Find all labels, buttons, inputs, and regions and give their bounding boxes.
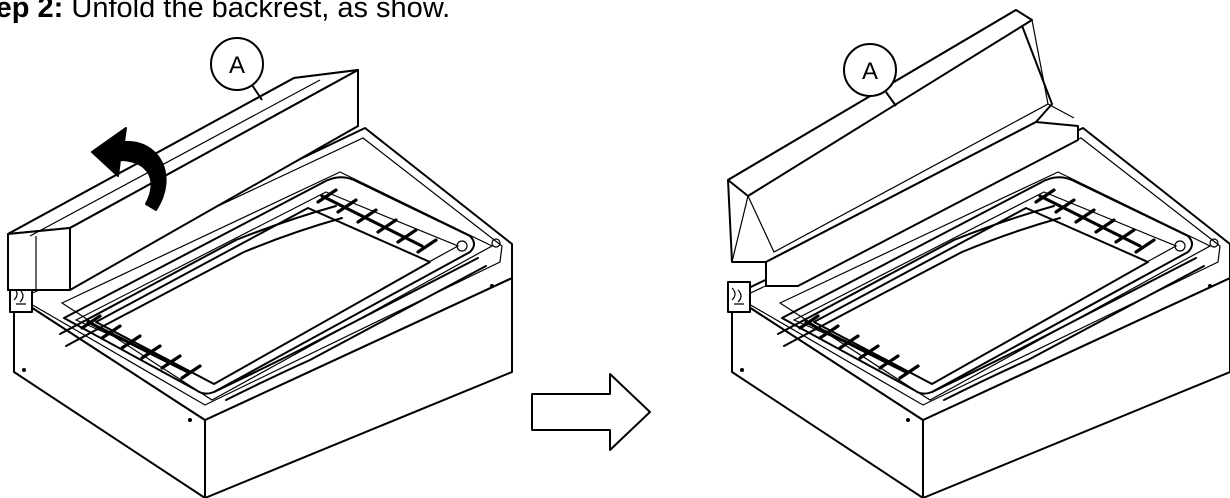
step-instruction: tep 2: Unfold the backrest, as show. [0, 0, 450, 25]
next-step-arrow-icon [531, 373, 651, 451]
callout-label: A [229, 52, 245, 79]
callout-a-before: A [210, 37, 264, 101]
callout-label: A [862, 58, 878, 85]
step-text: Unfold the backrest, as show. [63, 0, 451, 24]
callout-a-after: A [843, 43, 897, 107]
step-label: tep 2: [0, 0, 64, 24]
treadmill-after [726, 9, 1230, 498]
treadmill-before [7, 69, 514, 498]
rotate-arrow-icon [91, 127, 167, 211]
